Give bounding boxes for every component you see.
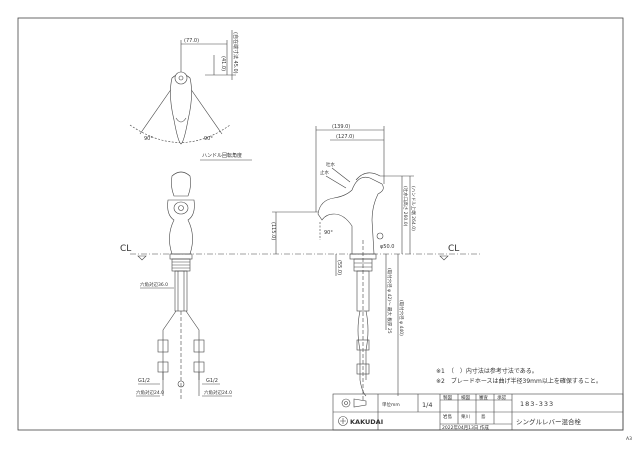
front-g12-right: G1/2 xyxy=(206,378,218,384)
top-dim-77: (77.0) xyxy=(184,38,199,44)
tb-product-name: シングルレバー混合栓 xyxy=(516,417,582,426)
side-label-spout: 吐水 xyxy=(326,161,335,168)
side-label-stop: 止水 xyxy=(320,169,329,176)
angle-left: 90° xyxy=(144,136,153,142)
side-label-90: 90° xyxy=(324,230,333,236)
side-dim-115: (115.0) xyxy=(270,222,276,240)
handle-top-outline xyxy=(170,73,192,145)
tb-row1-3: 承認 xyxy=(497,394,506,401)
tb-row1-2: 審査 xyxy=(479,394,488,401)
tb-row1-0: 製図 xyxy=(443,394,452,401)
side-spout-body xyxy=(317,176,384,255)
side-dim-55: (55.0) xyxy=(336,260,342,275)
side-dim-440: (取付穴径 φ 440) xyxy=(398,300,405,336)
tb-brand: KAKUDAI xyxy=(350,418,383,426)
front-view xyxy=(136,171,232,400)
front-handle xyxy=(171,171,191,197)
tb-code: 183-333 xyxy=(520,400,554,408)
angle-right: 90° xyxy=(204,136,213,142)
side-dim-264: (ハンドル上端 264.0) xyxy=(410,186,417,231)
tb-scale: 1/4 xyxy=(422,401,432,409)
note-2: ※2 ブレードホースは曲げ半径39mm以上を確保すること。 xyxy=(436,377,602,385)
side-dim-260: (吐水口高さ 260.0) xyxy=(402,186,409,227)
tb-row2-2: 島 xyxy=(481,413,486,420)
side-dim-phi50: φ50.0 xyxy=(380,244,394,250)
tb-row2-0: 岩島 xyxy=(443,413,452,420)
top-dim-41: (41.0) xyxy=(220,56,226,71)
tb-date: 2022年04月13日 作成 xyxy=(442,424,489,431)
tb-row1-1: 検図 xyxy=(461,394,470,401)
front-g12-left: G1/2 xyxy=(138,378,150,384)
top-view xyxy=(129,30,252,161)
sheet-size: A3 xyxy=(626,436,632,442)
side-dim-127: (127.0) xyxy=(336,134,354,140)
front-hex24-right: 六角対辺24.0 xyxy=(204,389,232,396)
front-body xyxy=(167,199,195,255)
front-hex36: 六角対辺36.0 xyxy=(140,281,168,288)
side-dim-139: (139.0) xyxy=(332,124,350,130)
side-dim-hole: (取付穴径 φ 42)～ 最大 板厚 25 xyxy=(386,268,393,334)
cl-left: CL xyxy=(120,244,131,254)
tb-unit: 単位mm xyxy=(382,401,400,408)
note-1: ※1 （ ）内寸法は参考寸法である。 xyxy=(436,367,538,375)
sheet-border xyxy=(17,17,624,431)
top-dim-45: (自在端寸法 45.0) xyxy=(232,32,239,74)
front-hex24-left: 六角対辺24.0 xyxy=(136,389,164,396)
side-view xyxy=(272,126,414,400)
tb-row2-1: 栗川 xyxy=(461,414,470,420)
title-block xyxy=(332,393,624,431)
cl-right: CL xyxy=(448,244,459,254)
rotation-caption: ハンドル回転角度 xyxy=(202,152,242,159)
